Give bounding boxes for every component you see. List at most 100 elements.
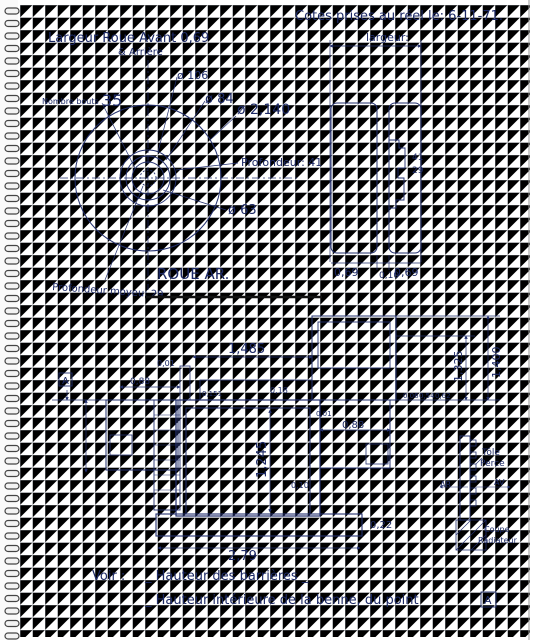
header-largeur-line2: & Arrière	[118, 46, 163, 58]
notes-line2: _ Hauteur intérieure de la benne, du poi…	[144, 593, 419, 608]
spiral-ring	[4, 469, 20, 478]
wheel-circle-84	[125, 155, 171, 201]
spiral-ring	[4, 232, 20, 240]
wheel-hub-circle	[139, 169, 157, 187]
spiral-ring	[4, 19, 20, 28]
spiral-ring	[4, 344, 20, 353]
spiral-ring	[4, 32, 20, 40]
upper-ledge	[199, 379, 313, 401]
spiral-ring	[4, 619, 20, 628]
spiral-ring	[4, 357, 20, 365]
spiral-ring	[4, 94, 20, 103]
coupe-label-2: Radiateur	[478, 536, 518, 545]
spiral-ring	[4, 432, 20, 440]
label-nombre-bouts-value: 35	[102, 91, 122, 110]
right-bin-window	[365, 443, 389, 465]
dim-1325: 1,325	[452, 351, 465, 383]
header-title: Cotes prises au réel le: 6-11-71.	[295, 9, 503, 24]
spiral-ring	[4, 582, 20, 590]
coupe-label-1: Coupe	[484, 525, 510, 534]
dim-062: 0,62	[435, 392, 451, 400]
spiral-ring	[4, 107, 20, 115]
spiral-ring	[4, 494, 20, 503]
spiral-ring	[4, 382, 20, 390]
side-tire-left	[330, 102, 378, 254]
dim-0151: 0,151	[202, 390, 222, 398]
tole-label-2: Perce	[480, 459, 505, 469]
spiral-ring	[4, 594, 20, 603]
wheel-circle-106	[119, 149, 177, 207]
side-dim-mid: 0,10	[379, 271, 399, 281]
spiral-ring	[4, 207, 20, 215]
spiral-ring	[4, 219, 20, 228]
upper-post	[179, 365, 191, 401]
dim-279: 2,79	[228, 549, 257, 564]
dim-088-right: 0,88	[342, 420, 364, 431]
label-nombre-bouts: Nombre bouts	[42, 97, 99, 106]
radiator-section	[439, 435, 511, 551]
spiral-ring	[4, 369, 20, 378]
spiral-ring	[4, 7, 20, 15]
side-tire-right	[388, 102, 422, 254]
av-label: AV	[494, 478, 505, 487]
tole-label-1: Tôle	[481, 447, 500, 458]
spiral-ring	[4, 144, 20, 153]
notes-voir: Voir :	[92, 569, 125, 584]
dim-1485: 1,485	[228, 342, 265, 357]
notes-line1: _ Hauteur des barrières _	[144, 569, 309, 584]
spiral-ring	[4, 257, 20, 265]
spiral-ring	[4, 632, 20, 640]
label-dia-106: ø 106	[177, 69, 208, 82]
side-hub-profile	[389, 139, 406, 209]
spiral-ring	[4, 169, 20, 178]
spiral-ring	[4, 607, 20, 615]
spiral-ring	[4, 269, 20, 278]
dim-1400: 1,400	[490, 347, 503, 379]
leader-2140	[209, 115, 237, 141]
spiral-ring	[4, 457, 20, 465]
wheel-side-view	[329, 40, 422, 270]
spiral-ring	[4, 119, 20, 128]
spiral-ring	[4, 182, 20, 190]
dim-010: 0,10	[291, 481, 309, 490]
spiral-ring	[4, 394, 20, 403]
dim-001-b: 0,01	[316, 410, 332, 418]
notes-ref-a: A	[484, 594, 492, 607]
leader-63	[162, 189, 227, 211]
spiral-ring	[4, 307, 20, 315]
grid-background	[20, 5, 530, 637]
side-dim-right: 0,69	[394, 266, 419, 279]
spiral-binding	[4, 7, 20, 640]
spiral-ring	[4, 507, 20, 515]
dim-088-left: 0,88	[130, 377, 150, 387]
label-dia-63: ø 63	[228, 203, 257, 218]
spiral-ring	[4, 569, 20, 578]
spiral-ring	[4, 244, 20, 253]
cabin-window	[317, 321, 391, 369]
tole-leader	[475, 457, 483, 465]
spiral-ring	[4, 332, 20, 340]
side-dim-left: 0,69	[334, 266, 359, 279]
label-dia-2140: ø 2,140	[237, 102, 290, 118]
left-bin-window	[109, 434, 133, 456]
notes-ref-box	[480, 591, 497, 608]
spiral-ring	[4, 44, 20, 53]
label-dia-84: ø 84	[205, 92, 234, 107]
leader-106	[157, 76, 178, 153]
spiral-ring	[4, 282, 20, 290]
header-largeur-line1: Largeur Roue Avant 0,69	[48, 31, 209, 46]
left-bin	[105, 399, 179, 471]
wheel-caption: ROUE AR.	[157, 265, 229, 283]
spiral-ring	[4, 194, 20, 203]
ar-label: AR	[440, 480, 451, 489]
label-profondeur: Profondeur: 41	[241, 156, 322, 169]
spiral-ring	[4, 407, 20, 415]
spiral-ring	[4, 82, 20, 90]
side-width-label: largeur:	[366, 31, 409, 44]
spiral-ring	[4, 157, 20, 165]
spiral-ring	[4, 419, 20, 428]
wheel-outer-circle	[74, 104, 222, 252]
spiral-ring	[4, 444, 20, 453]
spiral-ring	[4, 69, 20, 78]
